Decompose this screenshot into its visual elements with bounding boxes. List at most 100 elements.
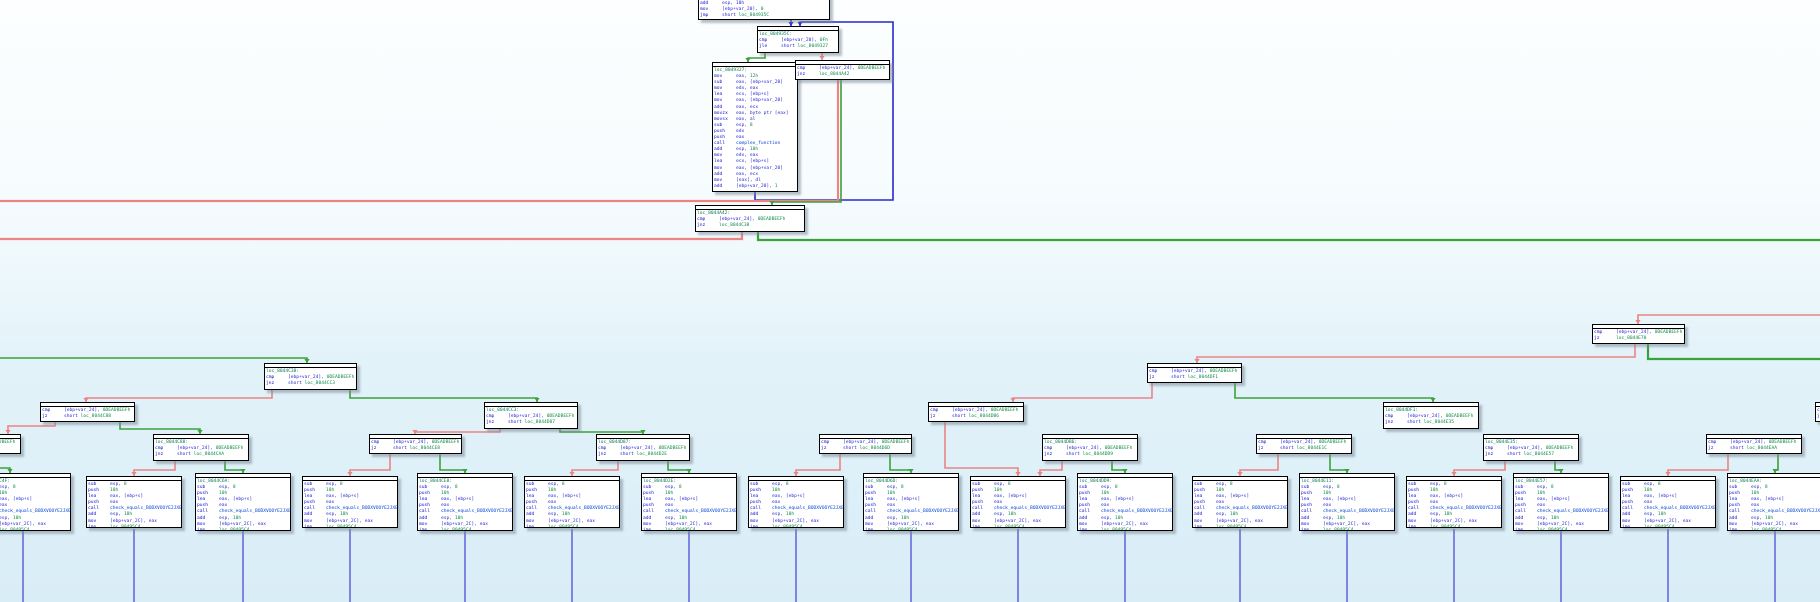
- operand: eax: [1537, 503, 1546, 509]
- mnemonic: lea: [1079, 497, 1088, 503]
- operand: [ebp+var_24],: [819, 66, 858, 71]
- edge-arrowhead: [534, 398, 540, 402]
- mnemonic: push: [865, 491, 877, 497]
- operand: check_equals_BODXVOOYE2JXEZB6: [548, 506, 620, 512]
- operand: 0DEADBEEFh: [1104, 446, 1133, 452]
- mnemonic: sub: [526, 482, 535, 487]
- operand: eax: [1644, 500, 1653, 506]
- mnemonic: lea: [1729, 497, 1738, 503]
- mnemonic: add: [643, 515, 652, 521]
- mnemonic: lea: [1194, 494, 1203, 500]
- operand: [ebp+var_2C], eax: [219, 521, 267, 527]
- operand: esp,: [1101, 485, 1115, 491]
- mnemonic: mov: [1301, 521, 1310, 527]
- operand: edx: [736, 128, 745, 134]
- operand: check_equals_BODXVOOYE2JXEZB6: [772, 506, 844, 512]
- mnemonic: push: [197, 503, 209, 509]
- operand: 8: [1336, 485, 1340, 491]
- operand: esp,: [887, 485, 901, 491]
- operand: esp,: [994, 482, 1008, 487]
- operand: 0DEADBEEFh: [658, 446, 687, 452]
- operand: loc_8044DD9: [1082, 452, 1114, 458]
- mnemonic: push: [88, 500, 100, 506]
- operand: eax, [ebp+s]: [665, 497, 699, 503]
- edge-green: [1234, 383, 1434, 402]
- operand: eax, [ebp+s]: [887, 497, 921, 503]
- operand: 8: [123, 482, 127, 487]
- operand: 0DEADBEEFh: [1545, 446, 1574, 452]
- operand: 0DEADBEEFh: [1768, 440, 1797, 445]
- mnemonic: movzx: [714, 110, 728, 116]
- operand: 10h: [1657, 512, 1667, 518]
- edge-arrowhead: [83, 398, 89, 402]
- operand: eax, [ebp+s]: [1537, 497, 1571, 503]
- operand: loc_8044C88: [80, 414, 112, 420]
- mnemonic: sub: [643, 485, 652, 491]
- block-title-bar: [1707, 435, 1801, 439]
- mnemonic: cmp: [1594, 330, 1603, 335]
- operand: esp,: [665, 485, 679, 491]
- mnemonic: add: [1729, 515, 1738, 521]
- block-title-bar: [418, 474, 512, 478]
- operand: eax, [ebp+s]: [0, 497, 33, 503]
- operand: 10h: [1751, 491, 1760, 497]
- operand: esp,: [1430, 512, 1444, 518]
- operand: loc_8044CC3: [304, 381, 336, 387]
- edge-arrowhead: [347, 472, 353, 476]
- operand: 0DEADBEEFh: [215, 446, 244, 452]
- mnemonic: push: [643, 491, 655, 497]
- operand: [ebp+var_2C], eax: [1644, 518, 1692, 524]
- mnemonic: jz: [1258, 446, 1264, 452]
- operand: 0DEADBEEFh: [757, 217, 786, 223]
- location-label: loc_8044DF1:: [1385, 408, 1419, 413]
- edge-green: [0, 357, 308, 363]
